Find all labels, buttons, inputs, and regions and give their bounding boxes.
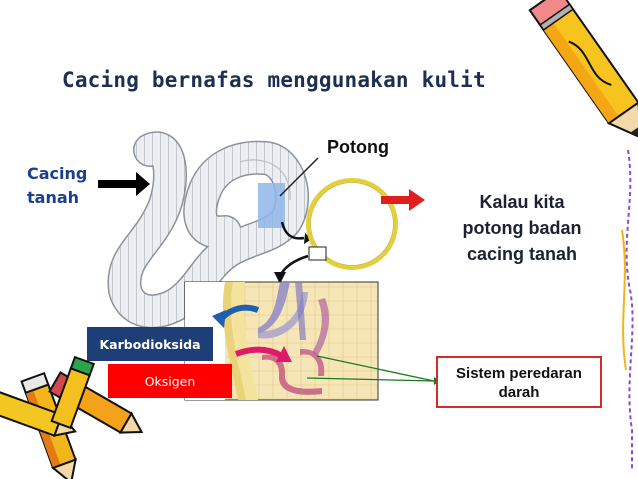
arrow-right-icon: [98, 172, 150, 196]
circulatory-line2: darah: [438, 383, 600, 402]
earthworm-label-line2: tanah: [27, 186, 87, 210]
pencil-icon-top-right: [530, 0, 638, 148]
explanation-line1: Kalau kita: [437, 189, 607, 215]
earthworm-label: Cacing tanah: [27, 162, 87, 210]
cut-label: Potong: [327, 137, 389, 158]
decorative-border: [627, 150, 633, 470]
circulatory-line1: Sistem peredaran: [438, 364, 600, 383]
oxygen-label: Oksigen: [108, 364, 232, 398]
page-title: Cacing bernafas menggunakan kulit: [62, 68, 486, 92]
red-arrow-icon: [381, 189, 425, 211]
explanation-line2: potong badan: [437, 215, 607, 241]
carbon-dioxide-label: Karbodioksida: [87, 327, 213, 361]
explanation-text: Kalau kita potong badan cacing tanah: [437, 189, 607, 267]
earthworm-label-line1: Cacing: [27, 162, 87, 186]
cut-plane: [258, 183, 285, 228]
circulatory-system-box: Sistem peredaran darah: [436, 356, 602, 408]
zoom-square: [309, 247, 326, 260]
explanation-line3: cacing tanah: [437, 241, 607, 267]
